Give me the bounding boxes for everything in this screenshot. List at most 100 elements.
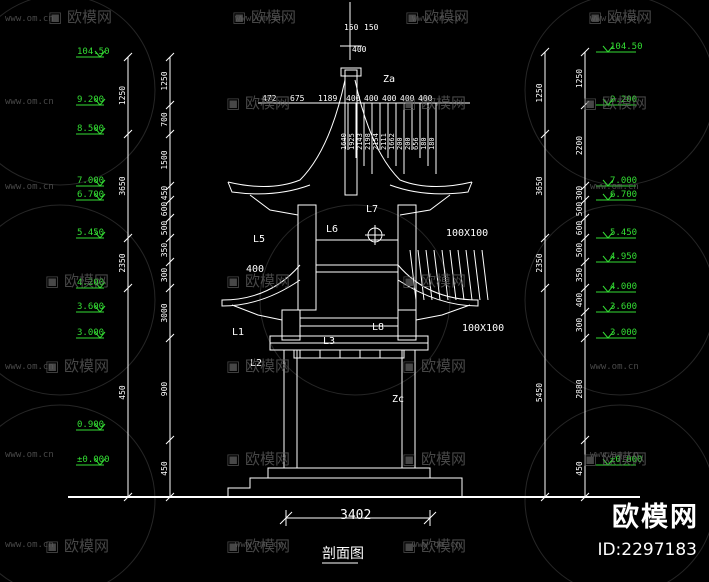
watermark-brand: ▣ 欧模网 [226,357,290,375]
watermark-url: www.om.cn [5,14,54,24]
watermark-brand: ▣ 欧模网 [402,357,466,375]
watermark-url: www.om.cn [5,450,54,460]
level-label: 9.200 [77,95,104,105]
watermark-brand: ▣ 欧模网 [45,272,109,290]
upper-vdim: 180 [428,137,436,150]
level-label: ±0.000 [610,455,643,465]
upper-vdim: 656 [412,137,420,150]
dim-label: 500 [575,202,584,217]
level-label: 4.000 [610,282,637,292]
dim-label: 600 [160,202,169,217]
brand-logo: 欧模网 [612,502,699,533]
watermark-url: www.om.cn [5,182,54,192]
level-left-0: 104.50 [76,47,110,58]
watermark-brand: ▣ 欧模网 [583,450,647,468]
upper-vdim: 200 [404,137,412,150]
upper-vdim: 2111 [380,133,388,150]
watermark-brand: ▣ 欧模网 [226,537,290,555]
component-label: L6 [326,224,338,235]
level-label: 5.450 [77,228,104,238]
upper-vdim: 1662 [388,133,396,150]
top-dim: 400 [352,45,367,54]
dim-label: 350 [575,268,584,283]
watermark-url: www.om.cn [5,97,54,107]
level-left-3: 7.000 [76,176,106,187]
watermark-brand: ▣ 欧模网 [405,8,469,26]
component-label: 400 [246,264,264,275]
watermark-url: www.om.cn [590,362,639,372]
dim-label: 400 [575,293,584,308]
dim-label: 3650 [535,176,544,195]
dim-label: 300 [160,268,169,283]
upper-vdim: 2143 [356,133,364,150]
level-label: 3.000 [77,328,104,338]
watermark-url: www.om.cn [5,362,54,372]
dim-label: 2200 [575,136,584,155]
dim-label: 1250 [160,71,169,90]
watermark-brand: ▣ 欧模网 [226,450,290,468]
level-left-10: ±0.000 [76,455,110,466]
dim-label: 450 [118,385,127,400]
dim-label: 900 [160,382,169,397]
upper-dim: 400 [364,94,379,103]
watermark-url: www.om.cn [235,14,284,24]
watermark-brand: ▣ 欧模网 [588,8,652,26]
level-label: 9.200 [610,95,637,105]
watermark-brand: ▣ 欧模网 [232,8,296,26]
dim-label: 1250 [118,86,127,105]
upper-vdim: 1925 [348,133,356,150]
level-right-4: 5.450 [596,228,637,239]
component-label: L5 [253,234,265,245]
dim-label: 300 [575,186,584,201]
level-label: 0.900 [77,420,104,430]
model-id: ID:2297183 [597,540,697,560]
upper-vdim: 2198 [364,133,372,150]
watermark-brand: ▣ 欧模网 [402,94,466,112]
watermark-brand: ▣ 欧模网 [45,537,109,555]
top-dim: 150 [364,23,379,32]
level-label: 3.000 [610,328,637,338]
dim-label: 450 [575,461,584,476]
level-right-8: 3.000 [596,328,637,339]
component-label: L7 [366,204,378,215]
level-left-7: 3.600 [76,302,106,313]
watermark-url: www.om.cn [5,540,54,550]
level-left-2: 8.500 [76,124,106,135]
level-right-6: 4.000 [596,282,637,293]
dim-label: 1500 [160,150,169,169]
dim-label: 450 [160,186,169,201]
level-label: 3.600 [610,302,637,312]
upper-dim: 675 [290,94,305,103]
dim-label: 2350 [118,253,127,272]
level-label: 5.450 [610,228,637,238]
component-label: 100X100 [462,323,504,334]
top-dim: 150 [344,23,359,32]
component-label: 100X100 [446,228,488,239]
dim-label: 2350 [535,253,544,272]
component-label: L8 [372,322,384,333]
upper-dim: 400 [418,94,433,103]
watermark-url: www.om.cn [590,14,639,24]
level-label: 6.700 [610,190,637,200]
watermark-url: www.om.cn [412,540,461,550]
watermark-url: www.om.cn [412,14,461,24]
level-label: 3.600 [77,302,104,312]
level-label: 104.50 [610,42,643,52]
level-label: ±0.000 [77,455,110,465]
watermark-url: www.om.cn [590,182,639,192]
level-right-0: 104.50 [596,42,643,53]
watermark-brand: ▣ 欧模网 [226,94,290,112]
upper-dim: 472 [262,94,277,103]
level-right-5: 4.950 [596,252,637,263]
upper-dim: 400 [400,94,415,103]
upper-dim: 400 [382,94,397,103]
level-label: 8.500 [77,124,104,134]
watermark-brand: ▣ 欧模网 [226,272,290,290]
watermark-brand: ▣ 欧模网 [402,272,466,290]
dim-label: 1250 [575,69,584,88]
upper-vdim: 180 [420,137,428,150]
watermark-brand: ▣ 欧模网 [402,450,466,468]
level-label: 4.950 [610,252,637,262]
dim-label: 300 [575,318,584,333]
dim-label: 500 [575,243,584,258]
